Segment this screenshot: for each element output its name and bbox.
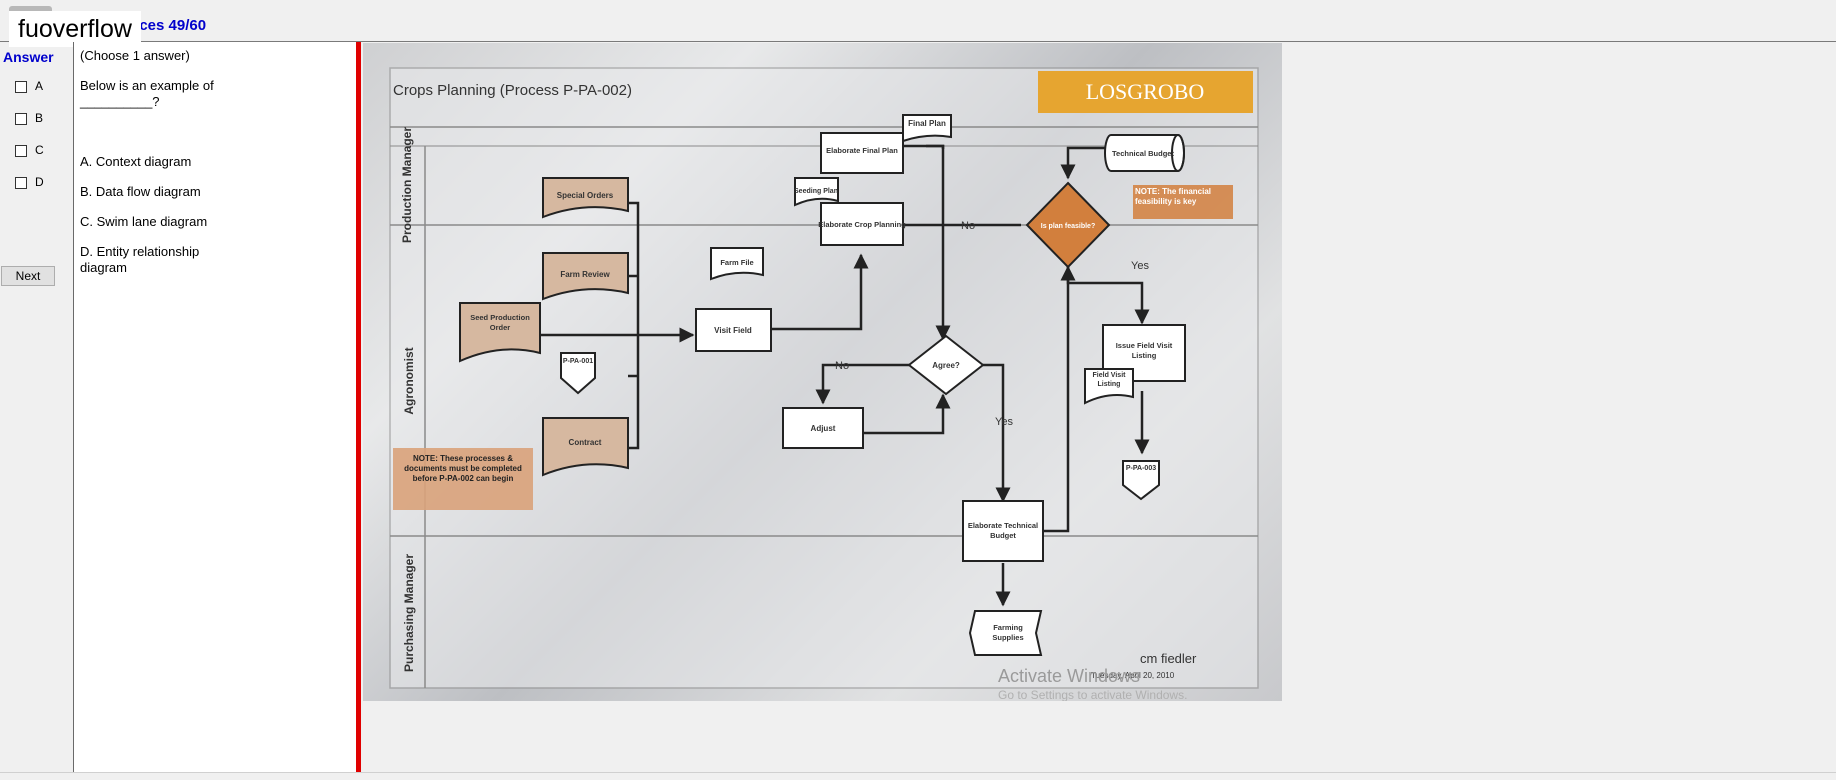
node-is-plan-feasible: Is plan feasible? <box>1041 223 1095 230</box>
checkbox-b[interactable] <box>15 113 27 125</box>
question-image: Crops Planning (Process P-PA-002) LOSGRO… <box>363 43 1282 701</box>
option-label-a: A <box>35 79 43 93</box>
option-label-c: C <box>35 143 44 157</box>
author-credit: cm fiedler <box>1140 651 1197 666</box>
question-stem: Below is an example of __________? <box>80 78 350 110</box>
answer-heading: Answer <box>3 49 54 65</box>
edge-label-yes-2: Yes <box>995 416 1013 428</box>
note-financial: NOTE: The financial feasibility is key <box>1135 187 1231 217</box>
node-pa-003: P-PA-003 <box>1123 464 1159 488</box>
bottom-edge <box>0 772 1836 773</box>
node-seed-production-order: Seed Production Order <box>462 313 538 343</box>
node-field-visit-listing: Field Visit Listing <box>1085 371 1133 395</box>
question-instruction: (Choose 1 answer) <box>80 48 350 64</box>
swimlane-diagram: Crops Planning (Process P-PA-002) LOSGRO… <box>363 43 1282 701</box>
lane-label-production: Production Manager <box>400 127 414 243</box>
title-bar: oices 49/60 <box>0 0 1836 42</box>
node-agree: Agree? <box>932 361 960 370</box>
node-farming-supplies: Farming Supplies <box>977 623 1039 647</box>
question-stem-line2: __________? <box>80 94 350 110</box>
lane-label-agronomist: Agronomist <box>402 347 416 414</box>
note-processes: NOTE: These processes & documents must b… <box>395 454 531 508</box>
option-label-d: D <box>35 175 44 189</box>
node-seeding-plan: Seeding Plan <box>794 188 838 195</box>
lane-label-purchasing: Purchasing Manager <box>402 554 416 672</box>
node-elaborate-technical-budget: Elaborate Technical Budget <box>965 521 1041 545</box>
question-pane: (Choose 1 answer) Below is an example of… <box>74 42 356 772</box>
node-special-orders: Special Orders <box>557 191 614 200</box>
node-farm-file: Farm File <box>720 258 753 267</box>
node-contract: Contract <box>569 438 602 447</box>
question-stem-line1: Below is an example of <box>80 78 350 94</box>
activate-windows-subtitle: Go to Settings to activate Windows. <box>998 688 1187 701</box>
splitter-bar[interactable] <box>356 42 361 772</box>
diagram-title: Crops Planning (Process P-PA-002) <box>393 82 632 99</box>
checkbox-c[interactable] <box>15 145 27 157</box>
node-adjust: Adjust <box>811 424 836 433</box>
node-elaborate-crop-planning: Elaborate Crop Planning <box>818 220 906 229</box>
next-button[interactable]: Next <box>1 266 55 286</box>
edge-label-no-1: No <box>961 220 975 232</box>
node-elaborate-final-plan: Elaborate Final Plan <box>826 146 898 155</box>
choice-a: A. Context diagram <box>80 154 350 170</box>
checkbox-a[interactable] <box>15 81 27 93</box>
node-final-plan: Final Plan <box>908 119 946 128</box>
logo-text: LOSGROBO <box>1086 79 1205 104</box>
node-issue-field-visit: Issue Field Visit Listing <box>1107 341 1181 365</box>
node-pa-001: P-PA-001 <box>561 357 595 381</box>
activate-windows-title: Activate Windows <box>998 666 1140 686</box>
node-farm-review: Farm Review <box>560 270 610 279</box>
node-visit-field: Visit Field <box>714 326 752 335</box>
answer-panel: Answer A B C D Next <box>0 42 73 772</box>
choice-b: B. Data flow diagram <box>80 184 350 200</box>
edge-label-no-2: No <box>835 360 849 372</box>
choice-c: C. Swim lane diagram <box>80 214 350 230</box>
node-technical-budget: Technical Budget <box>1112 149 1174 158</box>
edge-label-yes-1: Yes <box>1131 260 1149 272</box>
checkbox-d[interactable] <box>15 177 27 189</box>
option-label-b: B <box>35 111 43 125</box>
choice-d: D. Entity relationship diagram <box>80 244 220 276</box>
